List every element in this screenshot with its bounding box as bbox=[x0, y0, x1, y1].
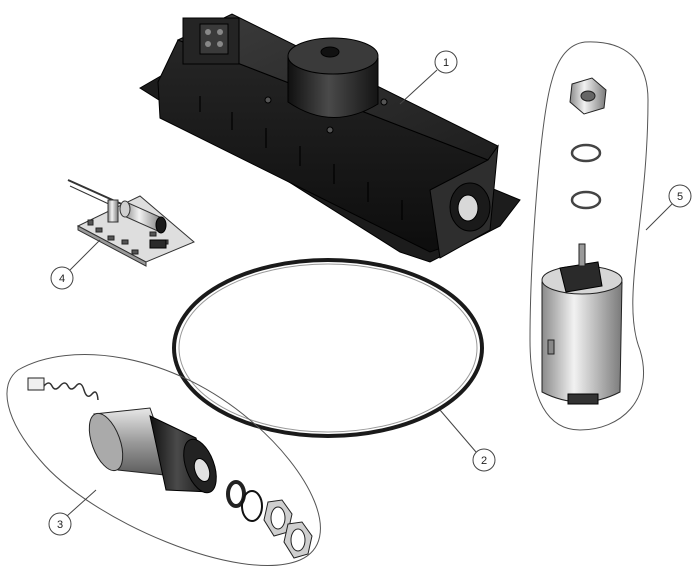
callout-2: 2 bbox=[439, 409, 496, 472]
motor-kit-part-5 bbox=[529, 41, 649, 431]
callout-1: 1 bbox=[399, 50, 458, 105]
callout-4: 4 bbox=[50, 239, 101, 290]
callout-5-label: 5 bbox=[677, 191, 683, 203]
callout-3-label: 3 bbox=[57, 519, 63, 531]
housing-side-port-bore bbox=[457, 194, 479, 222]
motor-washer bbox=[226, 480, 246, 508]
housing-part-1 bbox=[139, 13, 521, 263]
group-outline-5 bbox=[529, 41, 649, 431]
pcb-assembly-part-4 bbox=[67, 179, 195, 267]
housing-dome-hole bbox=[320, 46, 340, 58]
housing-ribs bbox=[199, 96, 403, 220]
motor-connector bbox=[27, 377, 45, 391]
kit-o-ring-2 bbox=[570, 190, 602, 210]
housing-connector bbox=[182, 17, 240, 65]
o-ring-outer bbox=[172, 258, 484, 438]
kit-motor-shaft bbox=[578, 243, 586, 267]
group-outline-3 bbox=[6, 354, 321, 566]
o-ring-part-2 bbox=[172, 258, 484, 438]
motor-o-ring-small bbox=[241, 490, 263, 522]
callout-4-label: 4 bbox=[59, 273, 65, 285]
pcb-motor bbox=[119, 200, 167, 234]
callout-5: 5 bbox=[645, 184, 692, 231]
pcb-capacitor bbox=[107, 199, 119, 223]
motor-assembly-part-3 bbox=[6, 354, 321, 566]
o-ring-inner bbox=[178, 263, 478, 433]
kit-o-ring-1 bbox=[570, 143, 602, 163]
housing-screw-holes bbox=[264, 96, 388, 134]
callout-1-label: 1 bbox=[443, 57, 449, 69]
callout-2-label: 2 bbox=[481, 455, 487, 467]
callout-3: 3 bbox=[48, 489, 97, 536]
motor-wire bbox=[43, 382, 99, 401]
